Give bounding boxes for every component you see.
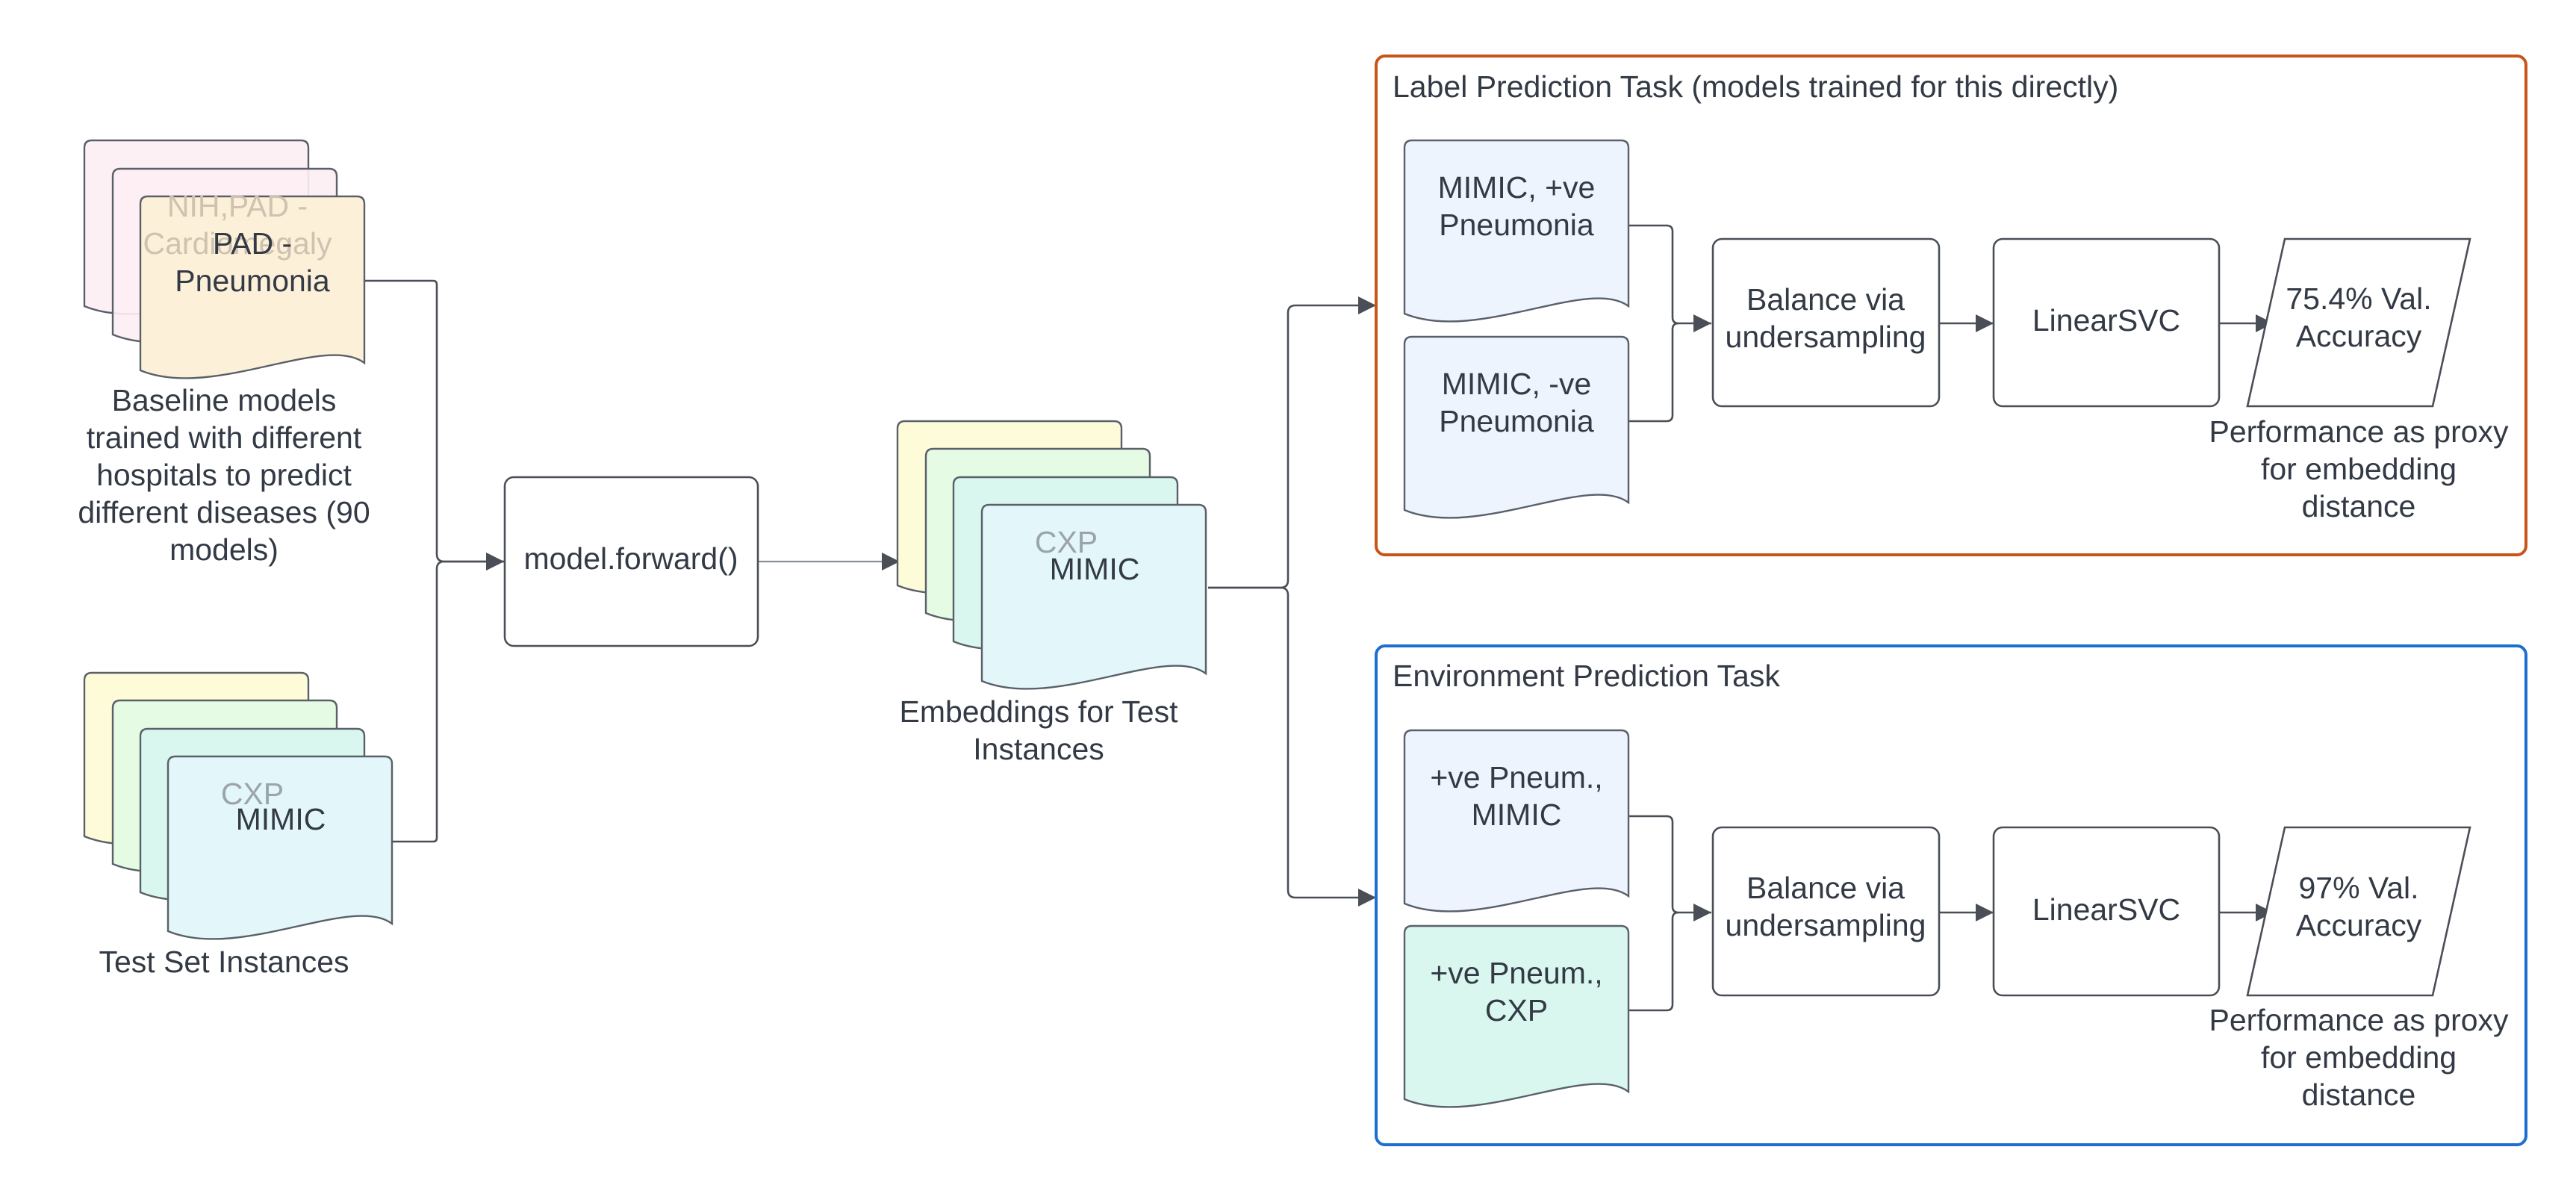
baseline-front-label: PAD -Pneumonia (175, 226, 330, 298)
label-doc-negative (1403, 335, 1630, 519)
env-doc-cxp-text: +ve Pneum.,CXP (1430, 956, 1602, 1028)
test-caption: Test Set Instances (99, 945, 349, 979)
edge-env-doc2-to-balance (1628, 911, 1679, 1012)
baseline-doc-front (139, 195, 366, 379)
forward-box (503, 476, 759, 647)
label-svc-box (1992, 237, 2221, 408)
test-front-label: MIMIC (236, 802, 326, 836)
label-svc-text: LinearSVC (2032, 303, 2180, 338)
edge-label-docs-to-balance (1628, 224, 1711, 332)
baseline-models-stack: NIH,PAD -Cardiomegaly PAD -Pneumonia Bas… (78, 139, 370, 567)
env-balance-box (1711, 826, 1941, 997)
forward-node: model.forward() (503, 476, 759, 647)
env-task-border (1375, 644, 2527, 1146)
edge-embeddings-to-env-task (1208, 586, 1376, 907)
baseline-back-label: NIH,PAD -Cardiomegaly (143, 189, 332, 261)
label-result-text: 75.4% Val.Accuracy (2286, 282, 2431, 353)
edge-label-doc2-to-balance (1628, 322, 1679, 423)
env-doc-mimic-text: +ve Pneum.,MIMIC (1430, 760, 1602, 832)
test-set-stack: CXP MIMIC Test Set Instances (83, 671, 393, 979)
env-svc-box (1992, 826, 2221, 997)
edge-env-docs-to-balance (1628, 815, 1711, 921)
label-balance-box (1711, 237, 1941, 408)
env-svc-text: LinearSVC (2032, 892, 2180, 927)
env-task-panel: Environment Prediction Task +ve Pneum.,M… (1375, 644, 2527, 1146)
connectors (364, 224, 2274, 1012)
env-doc-mimic (1403, 729, 1630, 913)
label-task-panel: Label Prediction Task (models trained fo… (1375, 55, 2527, 556)
edge-baseline-to-forward (364, 279, 504, 571)
test-back-label: CXP (221, 777, 284, 811)
env-result-shape (2246, 826, 2471, 997)
env-task-title: Environment Prediction Task (1393, 659, 1780, 693)
label-task-border (1375, 55, 2527, 556)
label-result-shape (2246, 237, 2471, 408)
emb-front-label: MIMIC (1050, 552, 1140, 586)
env-doc-cxp (1403, 924, 1630, 1108)
label-task-title: Label Prediction Task (models trained fo… (1393, 69, 2118, 104)
env-result-text: 97% Val.Accuracy (2296, 871, 2422, 942)
test-doc-front (167, 755, 393, 940)
forward-label: model.forward() (523, 541, 738, 576)
label-doc-positive (1403, 139, 1630, 323)
edge-embeddings-to-label-task (1208, 296, 1376, 589)
edge-testset-to-forward (392, 553, 504, 843)
emb-doc-front (980, 503, 1207, 690)
emb-back-label: CXP (1035, 525, 1098, 559)
